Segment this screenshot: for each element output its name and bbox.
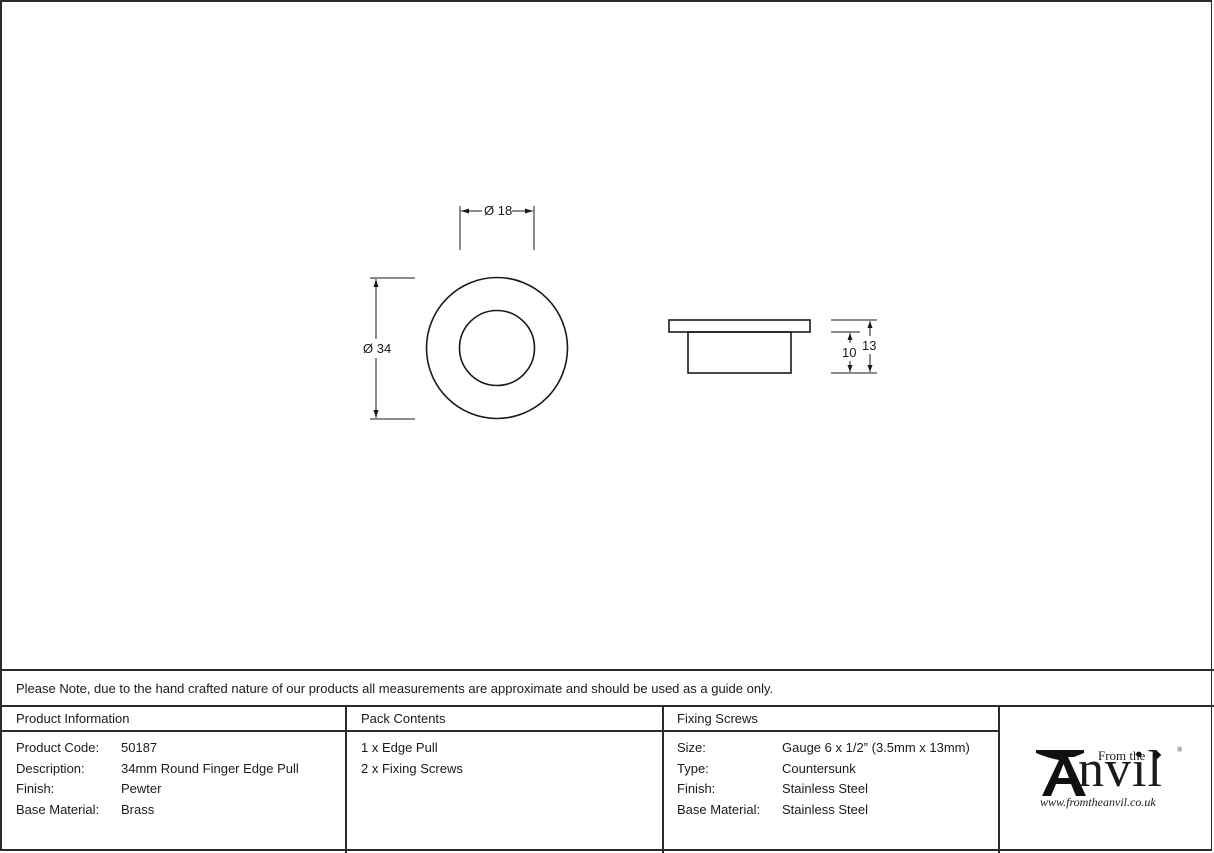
fixing-screw-row: Type: Countersunk [677, 759, 970, 780]
fixing-screw-row: Size: Gauge 6 x 1/2” (3.5mm x 13mm) [677, 738, 970, 759]
field-label: Product Code: [16, 740, 100, 755]
note-divider [0, 705, 1214, 707]
brand-name: nvil [1078, 741, 1163, 798]
outer-circle [425, 276, 569, 420]
inner-diameter-label: Ø 18 [484, 203, 512, 218]
brand-url: www.fromtheanvil.co.uk [1040, 795, 1156, 809]
anvil-a-icon [1036, 750, 1086, 796]
outer-diameter-label: Ø 34 [363, 341, 391, 356]
measurement-note: Please Note, due to the hand crafted nat… [16, 681, 774, 696]
product-info-row: Base Material: Brass [16, 800, 299, 821]
column-divider-2 [662, 706, 664, 853]
field-value: 50187 [121, 740, 158, 755]
body-outline [687, 331, 792, 374]
registered-mark: ® [1177, 746, 1183, 754]
fixing-screws-heading: Fixing Screws [677, 711, 758, 726]
field-label: Base Material: [677, 801, 761, 817]
field-label: Finish: [16, 781, 55, 796]
table-top-border [0, 669, 1214, 671]
field-label: Base Material: [16, 801, 100, 817]
product-information-list: Product Code: 50187 Description: 34mm Roun… [16, 738, 299, 820]
product-info-row: Description: 34mm Round Finger Edge Pull [16, 759, 299, 780]
drawing-canvas: Ø 18 Ø 34 10 13 [363, 203, 877, 420]
front-view [370, 206, 569, 420]
fixing-screws-list: Size: Gauge 6 x 1/2” (3.5mm x 13mm) Type:… [677, 738, 970, 820]
product-info-row: Product Code: 50187 [16, 738, 299, 759]
fixing-screw-row: Finish: Stainless Steel [677, 779, 970, 800]
field-value: Gauge 6 x 1/2” (3.5mm x 13mm) [782, 740, 970, 755]
fixing-screw-row: Base Material: Stainless Steel [677, 800, 970, 821]
inner-circle [458, 309, 536, 387]
product-information-heading: Product Information [16, 711, 130, 726]
field-value: Brass [121, 801, 155, 817]
pack-contents-heading: Pack Contents [361, 711, 446, 726]
field-value: 34mm Round Finger Edge Pull [121, 760, 299, 776]
pack-item: 1 x Edge Pull [361, 740, 438, 755]
pack-item: 2 x Fixing Screws [361, 760, 463, 776]
flange-outline [668, 319, 811, 333]
total-height-label: 13 [862, 338, 876, 353]
brand-from-the: From the [1098, 748, 1146, 763]
field-value: Stainless Steel [782, 801, 868, 817]
field-label: Finish: [677, 781, 716, 796]
field-label: Description: [16, 760, 85, 776]
column-divider-3 [998, 706, 1000, 853]
column-divider-1 [345, 706, 347, 853]
field-value: Stainless Steel [782, 781, 868, 796]
field-label: Size: [677, 740, 706, 755]
pack-contents-list: 1 x Edge Pull 2 x Fixing Screws [361, 738, 463, 779]
from-the-anvil-logo: nvil From the ® www.fromtheanvil.co.uk [1034, 740, 1184, 815]
body-height-label: 10 [842, 345, 856, 360]
field-value: Pewter [121, 781, 162, 796]
field-label: Type: [677, 760, 709, 776]
side-view [668, 319, 877, 374]
header-divider [0, 730, 999, 732]
field-value: Countersunk [782, 760, 856, 776]
technical-drawing: Ø 18 Ø 34 10 13 [363, 203, 877, 420]
product-info-row: Finish: Pewter [16, 779, 299, 800]
